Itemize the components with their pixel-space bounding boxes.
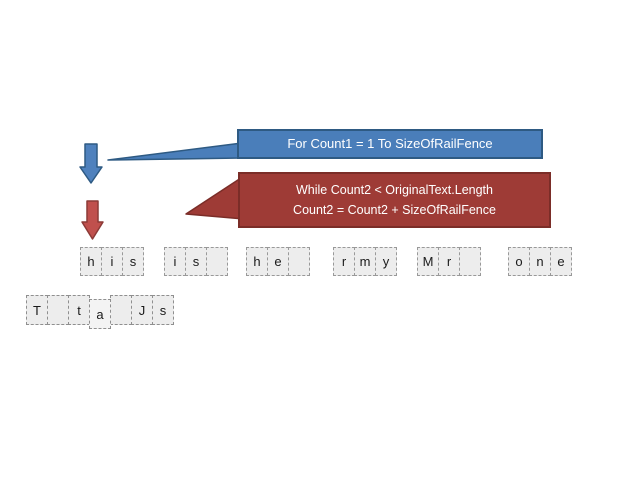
red-callout-tail <box>185 175 245 220</box>
letter-row-2: T t a J s <box>26 295 174 329</box>
letter-cell: m <box>354 247 376 276</box>
letter-cell: r <box>438 247 460 276</box>
for-loop-text: For Count1 = 1 To SizeOfRailFence <box>287 136 493 151</box>
blue-callout-tail <box>107 142 243 161</box>
letter-group-1: h i s <box>80 247 144 276</box>
letter-cell <box>206 247 228 276</box>
letter-cell: o <box>508 247 530 276</box>
while-loop-callout: While Count2 < OriginalText.Length Count… <box>238 172 551 228</box>
letter-cell: h <box>80 247 102 276</box>
letter-cell: e <box>267 247 289 276</box>
for-loop-callout: For Count1 = 1 To SizeOfRailFence <box>237 129 543 159</box>
while-loop-line2: Count2 = Count2 + SizeOfRailFence <box>293 203 496 217</box>
letter-cell <box>288 247 310 276</box>
letter-cell: h <box>246 247 268 276</box>
letter-group-3: h e <box>246 247 310 276</box>
letter-group-5: M r <box>417 247 481 276</box>
letter-cell: s <box>122 247 144 276</box>
letter-cell: a <box>89 299 111 329</box>
letter-cell: y <box>375 247 397 276</box>
letter-cell: e <box>550 247 572 276</box>
letter-cell: r <box>333 247 355 276</box>
letter-cell: J <box>131 295 153 325</box>
letter-cell: n <box>529 247 551 276</box>
letter-cell: i <box>101 247 123 276</box>
letter-cell: s <box>152 295 174 325</box>
letter-group-6: o n e <box>508 247 572 276</box>
letter-cell <box>459 247 481 276</box>
letter-cell <box>47 295 69 325</box>
letter-cell: M <box>417 247 439 276</box>
letter-group-4: r m y <box>333 247 397 276</box>
letter-cell: i <box>164 247 186 276</box>
letter-cell: T <box>26 295 48 325</box>
letter-group-2: i s <box>164 247 228 276</box>
letter-cell: t <box>68 295 90 325</box>
blue-down-arrow-icon <box>79 143 103 184</box>
letter-cell <box>110 295 132 325</box>
letter-cell: s <box>185 247 207 276</box>
red-down-arrow-icon <box>81 200 104 240</box>
while-loop-line1: While Count2 < OriginalText.Length <box>296 183 493 197</box>
